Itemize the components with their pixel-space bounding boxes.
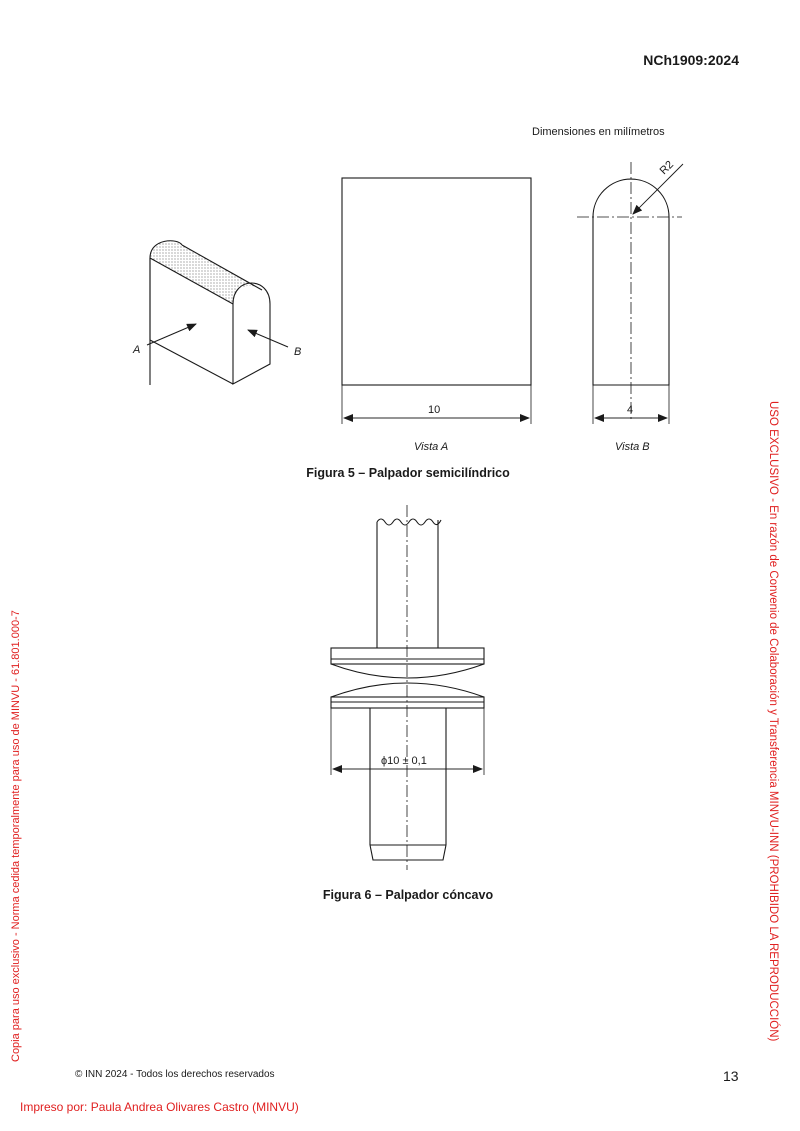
right-vertical-watermark: USO EXCLUSIVO - En razón de Convenio de … — [767, 401, 779, 1042]
standard-code: NCh1909:2024 — [643, 52, 739, 68]
copyright-notice: © INN 2024 - Todos los derechos reservad… — [75, 1069, 275, 1080]
view-b-drawing — [577, 162, 684, 424]
view-b-label: Vista B — [615, 441, 650, 453]
left-vertical-watermark: Copia para uso exclusivo - Norma cedida … — [10, 610, 22, 1062]
isometric-probe-drawing — [149, 240, 271, 385]
dim-thickness: 4 — [627, 404, 633, 416]
printed-by-notice: Impreso por: Paula Andrea Olivares Castr… — [20, 1100, 299, 1114]
dim-radius: R2 — [658, 159, 676, 177]
dim-diameter: ϕ10 ± 0,1 — [381, 755, 427, 767]
view-arrows — [146, 323, 289, 348]
view-a-drawing — [341, 177, 532, 424]
concave-probe-drawing — [330, 505, 485, 870]
figure5-caption: Figura 5 – Palpador semicilíndrico — [306, 466, 510, 480]
page-number: 13 — [723, 1068, 739, 1084]
dim-width: 10 — [428, 404, 440, 416]
label-a: A — [132, 344, 140, 356]
view-a-label: Vista A — [414, 441, 449, 453]
units-note: Dimensiones en milímetros — [532, 126, 665, 138]
figure6-caption: Figura 6 – Palpador cóncavo — [322, 888, 494, 902]
label-b: B — [294, 346, 301, 358]
